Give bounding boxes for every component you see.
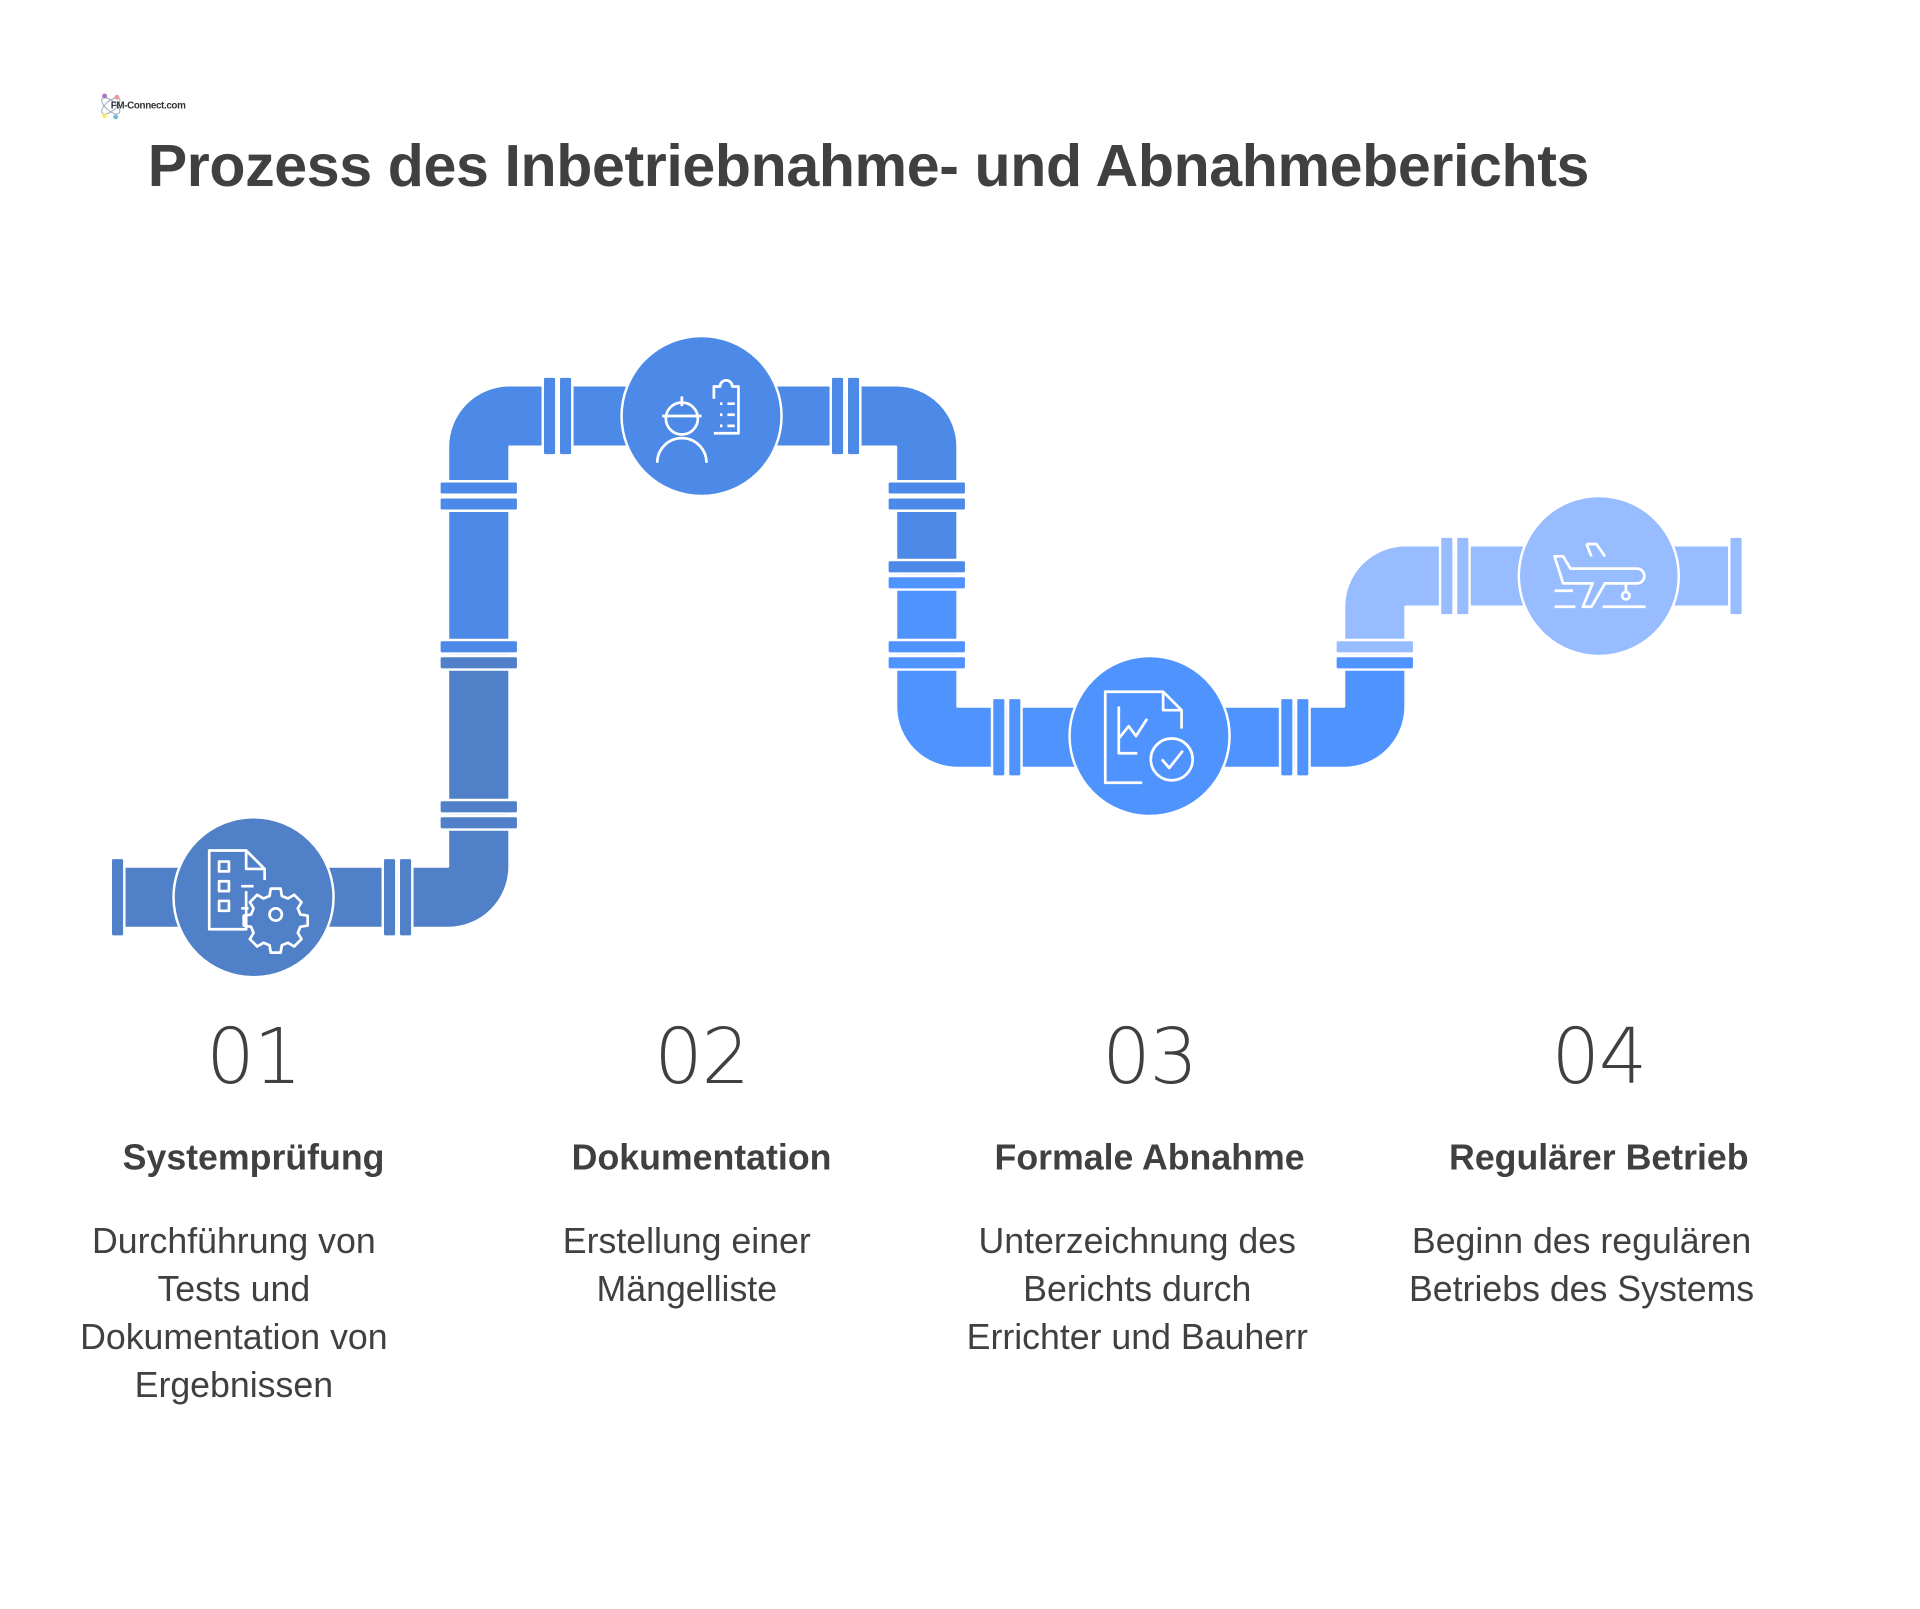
airplane-takeoff-icon [1553, 542, 1646, 609]
step-4-title: Regulärer Betrieb [1449, 1138, 1749, 1178]
step-3-number: 03 [1102, 1011, 1198, 1102]
pipe-flange [886, 480, 968, 513]
logo-text: FM-Connect.com [110, 99, 186, 111]
worker-clipboard-icon [655, 378, 740, 463]
pipe-flange [829, 375, 862, 457]
pipe-flange [438, 798, 520, 831]
step-1-title: Systemprüfung [122, 1138, 385, 1178]
pipe-flange [438, 638, 520, 655]
step-3-node [1068, 654, 1231, 818]
step-1-node [172, 816, 335, 979]
pipe-segment-1 [116, 658, 509, 927]
step-1-description: Durchführung von Tests und Dokumentation… [80, 1222, 388, 1406]
step-4-description: Beginn des regulären Betriebs des System… [1408, 1222, 1755, 1310]
pipeline-diagram [109, 334, 1745, 979]
logo-atom-icon [101, 93, 121, 120]
logo: FM-Connect.com [98, 89, 186, 126]
step-2-description: Erstellung einer Mängelliste [562, 1222, 811, 1310]
page-title: Prozess des Inbetriebnahme- und Abnahmeb… [147, 134, 1590, 200]
pipe-flange [1334, 654, 1416, 671]
pipe-flange [109, 856, 126, 938]
pipe-flange [438, 654, 520, 671]
pipe-flange [1438, 535, 1471, 617]
step-4-number: 04 [1551, 1011, 1647, 1102]
pipe-flange [438, 480, 520, 513]
step-4-node [1517, 494, 1681, 658]
pipe-segment-4 [1345, 546, 1738, 658]
step-3-description: Unterzeichnung des Berichts durch Errich… [966, 1222, 1308, 1358]
pipe-flange [541, 375, 574, 457]
pipe-flange [1334, 638, 1416, 655]
step-3-title: Formale Abnahme [994, 1138, 1305, 1178]
pipe-flange [1728, 535, 1745, 617]
report-check-icon [1103, 690, 1194, 785]
pipe-flange [381, 856, 414, 938]
step-2-title: Dokumentation [571, 1138, 832, 1178]
pipe-flange [886, 558, 968, 575]
pipe-flange [990, 696, 1023, 778]
pipe-flange [886, 574, 968, 591]
step-1-number: 01 [206, 1011, 302, 1102]
checklist-gear-icon [207, 849, 310, 954]
step-2-number: 02 [654, 1011, 750, 1102]
step-2-node [620, 334, 783, 498]
pipe-flange [1278, 696, 1311, 778]
pipe-flange [886, 638, 968, 671]
